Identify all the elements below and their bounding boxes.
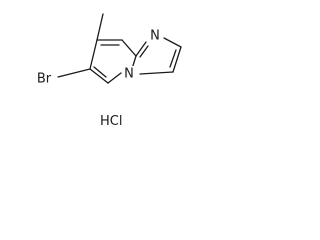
bond-c6-c7 bbox=[89, 39, 98, 70]
n4-label-bg bbox=[122, 66, 137, 83]
bond-c2-c3 bbox=[172, 46, 182, 73]
bond-c8a-n1-inner bbox=[139, 45, 149, 58]
molecule-drawing: N N Br bbox=[33, 13, 182, 87]
br-label-bg bbox=[33, 70, 57, 87]
bond-c2-c3-inner bbox=[169, 49, 177, 68]
bond-c5-c6 bbox=[89, 68, 109, 84]
bond-c5-c6-inner bbox=[93, 66, 107, 78]
bond-n1-c2 bbox=[163, 37, 182, 48]
salt-label: HCl bbox=[100, 114, 123, 129]
bromine-label: Br bbox=[37, 72, 52, 87]
nitrogen-label-imine: N bbox=[150, 29, 160, 44]
structure-diagram: N N Br HCl bbox=[0, 0, 191, 133]
bond-c3-n4 bbox=[139, 71, 174, 75]
nitrogen-label-bridge: N bbox=[124, 67, 134, 82]
bond-c6-br bbox=[57, 68, 91, 78]
n1-label-bg bbox=[148, 27, 163, 44]
bond-n4-c5 bbox=[107, 72, 122, 84]
bond-c8-c8a bbox=[121, 39, 137, 57]
bond-methyl bbox=[96, 13, 104, 41]
bond-c8a-n1 bbox=[135, 41, 147, 57]
